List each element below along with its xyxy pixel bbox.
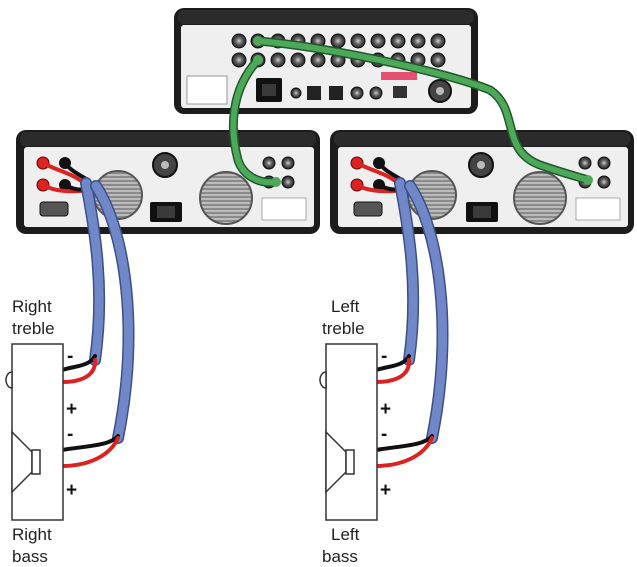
controller-badge (381, 72, 417, 80)
controller-connector-icon (307, 86, 321, 100)
amp-label-plate (575, 197, 621, 221)
rca-jack-icon-4 (281, 175, 295, 189)
left-bass-negative-sign: - (381, 424, 387, 445)
right-treble-label-line2: treble (12, 319, 55, 338)
controller-connector-icon-2 (329, 86, 343, 100)
left-treble-label-line1: Left (331, 297, 360, 316)
right-bass-label-line1: Right (12, 525, 52, 544)
left-bass-positive-sign: + (380, 480, 391, 501)
fan-icon-2 (199, 171, 253, 225)
right-treble-positive-sign: + (66, 399, 77, 420)
amp-label-plate (261, 197, 307, 221)
tweeter-icon (5, 371, 13, 389)
signal-cables (228, 36, 593, 187)
controller-knob-icon-2 (369, 86, 383, 100)
right-treble-label-line1: Right (12, 297, 52, 316)
left-treble-label-line2: treble (322, 319, 365, 338)
rca-jack-icon (262, 156, 276, 170)
left-bass-label-line2: bass (322, 547, 358, 566)
left-speaker-box (319, 343, 378, 521)
controller-label-plate (186, 75, 228, 105)
left-bass-label-line1: Left (331, 525, 360, 544)
left-treble-positive-sign: + (380, 399, 391, 420)
right-bass-positive-sign: + (66, 480, 77, 501)
left-treble-negative-sign: - (381, 346, 387, 367)
rca-jack-icon-2 (597, 156, 611, 170)
rca-jack-icon-4 (597, 175, 611, 189)
right-bass-label-line2: bass (12, 547, 48, 566)
right-treble-negative-sign: - (67, 346, 73, 367)
fan-icon-2 (513, 171, 567, 225)
db9-port-icon (39, 201, 69, 217)
left-speaker-cables (355, 161, 449, 468)
controller-usb-icon (393, 86, 407, 98)
right-speaker-box (5, 343, 64, 521)
controller-small-jack-icon (290, 87, 302, 99)
db9-port-icon (353, 201, 383, 217)
right-bass-negative-sign: - (67, 424, 73, 445)
rca-jack-icon-2 (281, 156, 295, 170)
tweeter-icon (319, 371, 327, 389)
controller-unit (174, 8, 478, 114)
rca-jack-icon (578, 156, 592, 170)
controller-knob-icon (350, 86, 364, 100)
right-speaker-cables (41, 161, 135, 468)
